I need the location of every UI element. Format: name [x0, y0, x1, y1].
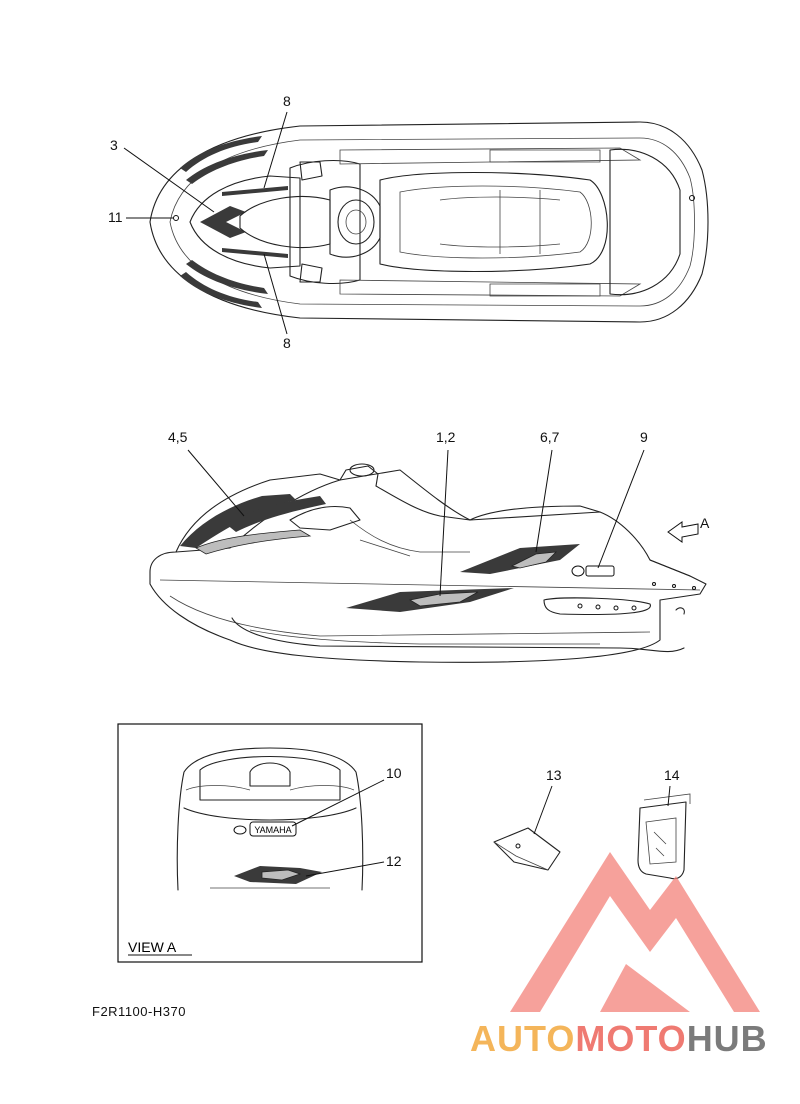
- side-view-callouts: 4,5 1,2 6,7 9 A: [168, 429, 710, 597]
- watermark-brand: AUTOMOTOHUB: [470, 1018, 768, 1060]
- part-code: F2R1100-H370: [92, 1004, 186, 1019]
- callout-13: 13: [546, 767, 562, 783]
- hollow-arrow-icon: [667, 521, 699, 543]
- callout-A: A: [700, 515, 710, 531]
- view-a-callouts: 10 12: [291, 765, 402, 877]
- callout-3: 3: [110, 137, 118, 153]
- callout-14: 14: [664, 767, 680, 783]
- side-view-watercraft: [149, 463, 707, 663]
- watermark-word-auto: AUTO: [470, 1018, 576, 1059]
- view-a-panel: YAMAHA VIEW A: [117, 723, 423, 963]
- top-view-watercraft: [149, 121, 709, 323]
- watermark-word-hub: HUB: [686, 1018, 768, 1059]
- part-13-pouch: 13: [493, 767, 562, 871]
- callout-11: 11: [108, 209, 123, 225]
- callout-1-2: 1,2: [436, 429, 456, 445]
- callout-6-7: 6,7: [540, 429, 560, 445]
- callout-9: 9: [640, 429, 648, 445]
- callout-4-5: 4,5: [168, 429, 188, 445]
- yamaha-plate-text: YAMAHA: [254, 825, 291, 835]
- callout-8-upper: 8: [283, 93, 291, 109]
- callout-10: 10: [386, 765, 402, 781]
- part-14-document-bag: 14: [637, 767, 691, 880]
- triangle-logo-icon: [510, 852, 760, 1012]
- watermark-word-moto: MOTO: [575, 1018, 687, 1059]
- callout-12: 12: [386, 853, 402, 869]
- callout-8-lower: 8: [283, 335, 291, 351]
- view-a-label: VIEW A: [128, 939, 177, 955]
- top-view-callouts: 8 3 11 8: [108, 93, 291, 351]
